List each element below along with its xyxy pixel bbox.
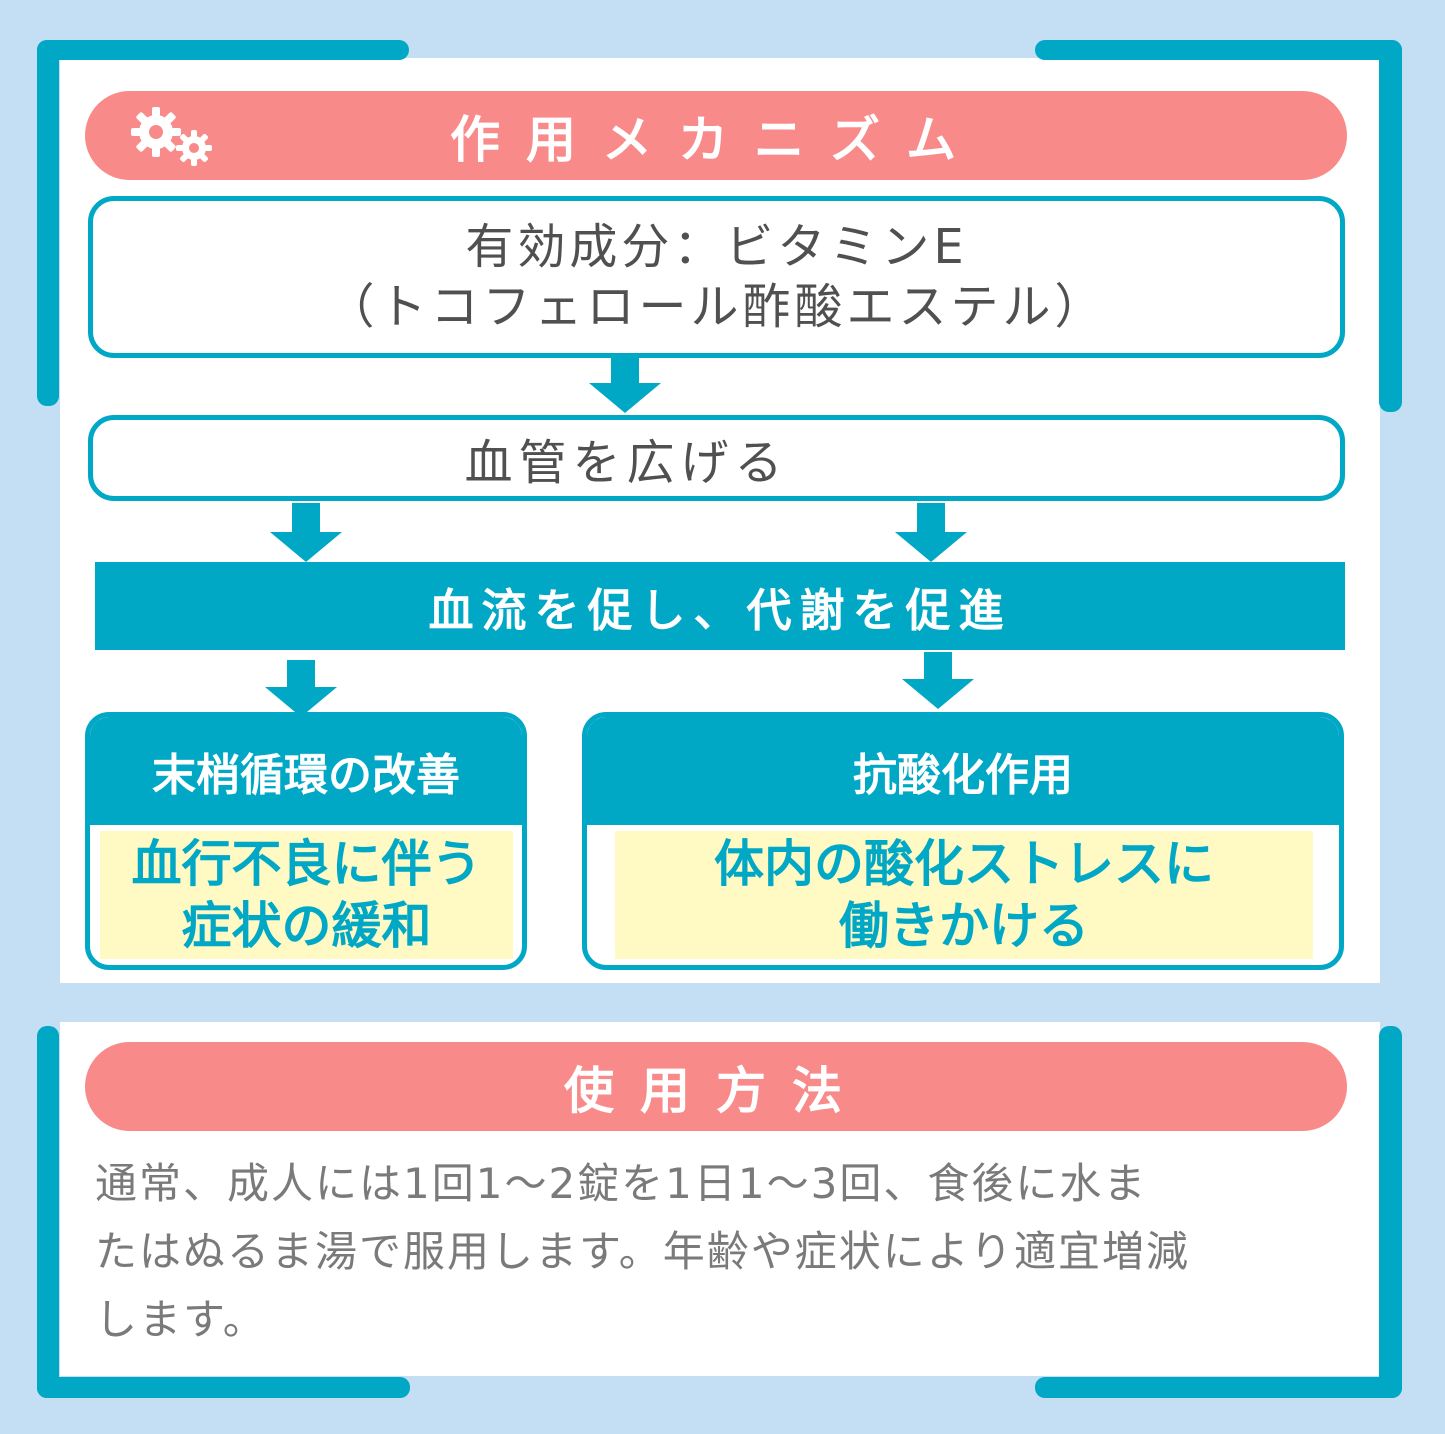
arrow-down [287,660,315,688]
corner-bracket [37,1026,59,1398]
effect-card-antioxidant: 抗酸化作用 体内の酸化ストレスに 働きかける [582,712,1344,970]
usage-text: 通常、成人には1回1〜2錠を1日1〜3回、食後に水ま たはぬるま湯で服用します。… [95,1150,1365,1354]
usage-header: 使用方法 [85,1042,1347,1131]
ingredient-box: 有効成分：ビタミンE （トコフェロール酢酸エステル） [88,196,1345,358]
arrow-down [917,503,945,533]
effect-card-title: 末梢循環の改善 [90,717,522,825]
corner-bracket [1035,1377,1402,1398]
arrow-down [611,358,639,384]
corner-bracket [37,40,59,406]
mechanism-header: 作用メカニズム [85,91,1347,180]
step-promote-label: 血流を促し、代謝を促進 [428,583,1012,637]
gears-icon [131,107,212,166]
effect-card-circulation: 末梢循環の改善 血行不良に伴う 症状の緩和 [85,712,527,970]
corner-bracket [37,1377,410,1398]
effect-body-line: 体内の酸化ストレスに [714,834,1214,893]
usage-line: たはぬるま湯で服用します。年齢や症状により適宜増減 [95,1227,1190,1276]
arrow-down [270,532,342,562]
corner-bracket [37,40,409,60]
effect-title-circulation: 末梢循環の改善 [152,750,460,801]
corner-bracket [1379,1026,1402,1398]
step-promote-flow: 血流を促し、代謝を促進 [95,562,1345,650]
effect-card-body: 体内の酸化ストレスに 働きかける [615,831,1313,959]
arrow-down [902,679,974,709]
ingredient-detail: （トコフェロール酢酸エステル） [326,279,1107,335]
usage-line: 通常、成人には1回1〜2錠を1日1〜3回、食後に水ま [95,1159,1148,1208]
effect-title-antioxidant: 抗酸化作用 [853,750,1073,801]
corner-bracket [1379,40,1402,412]
effect-body-line: 症状の緩和 [181,897,432,955]
step-dilate-vessels: 血管を広げる [88,415,1345,501]
arrow-down [895,532,967,562]
mechanism-title: 作用メカニズム [450,110,982,169]
usage-title: 使用方法 [564,1061,868,1120]
effect-card-title: 抗酸化作用 [587,717,1339,825]
ingredient-name: 有効成分：ビタミンE [465,219,968,275]
arrow-down [292,503,320,533]
arrow-down [924,652,952,680]
usage-line: します。 [95,1295,267,1344]
effect-body-line: 血行不良に伴う [131,834,482,893]
arrow-down [589,383,661,413]
effect-card-body: 血行不良に伴う 症状の緩和 [100,831,513,959]
effect-body-line: 働きかける [839,897,1089,955]
corner-bracket [1035,40,1402,60]
step-dilate-label: 血管を広げる [464,435,789,491]
